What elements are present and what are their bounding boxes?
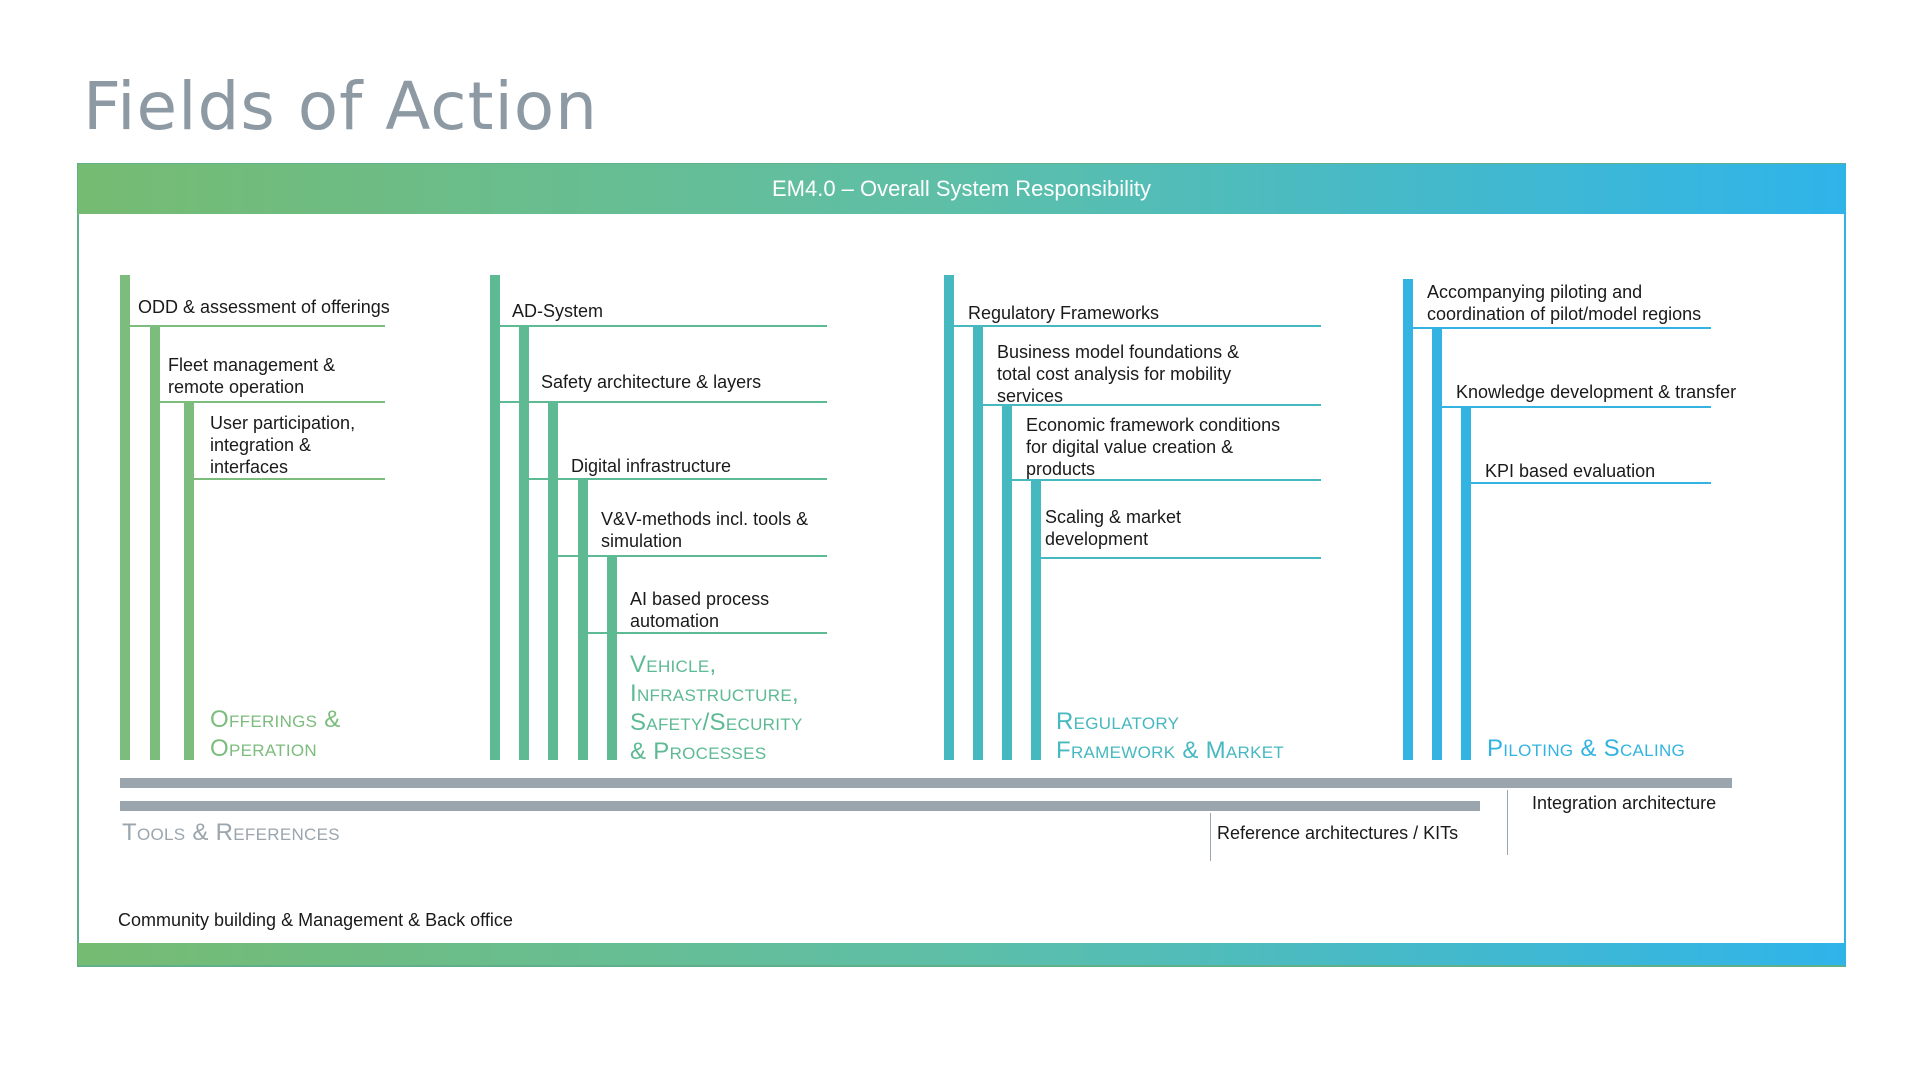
- field-item-business-model: Business model foundations & total cost …: [997, 342, 1240, 406]
- field-item-regulatory-frameworks: Regulatory Frameworks: [968, 303, 1160, 323]
- field-item-odd-assessment: ODD & assessment of offerings: [138, 297, 390, 317]
- integration-architecture-bar: [120, 778, 1732, 788]
- divider-line: [194, 478, 385, 480]
- header-label: EM4.0 – Overall System Responsibility: [771, 176, 1152, 201]
- field-label-piloting: Piloting & Scaling: [1487, 735, 1686, 762]
- reference-architectures-bar: [120, 801, 1480, 811]
- field-item-knowledge-development: Knowledge development & transfer: [1456, 382, 1737, 402]
- divider-line: [529, 478, 827, 480]
- page-title: Fields of Action: [83, 68, 598, 145]
- column-bar-1: [120, 275, 130, 760]
- field-label-offerings: Offerings & Operation: [210, 706, 341, 762]
- field-item-ad-system: AD-System: [512, 301, 604, 321]
- divider-line: [1012, 479, 1321, 481]
- divider-line: [490, 325, 827, 327]
- column-bar-3: [1002, 406, 1012, 760]
- divider-line: [983, 404, 1321, 406]
- field-item-ai-process-automation: AI based process automation: [630, 589, 770, 631]
- field-label-vehicle: Vehicle, Infrastructure, Safety/Security…: [630, 651, 803, 765]
- field-item-economic-framework: Economic framework conditions for digita…: [1026, 415, 1281, 479]
- column-bar-2: [150, 327, 160, 760]
- column-bar-2: [973, 327, 983, 760]
- divider-line: [120, 325, 385, 327]
- field-item-user-participation: User participation, integration & interf…: [210, 413, 356, 477]
- divider-line: [1403, 327, 1711, 329]
- divider-line: [160, 401, 385, 403]
- field-item-kpi-evaluation: KPI based evaluation: [1485, 461, 1656, 481]
- reference-architectures-label: Reference architectures / KITs: [1217, 823, 1459, 843]
- field-item-digital-infrastructure: Digital infrastructure: [571, 456, 732, 476]
- header-band: EM4.0 – Overall System Responsibility: [78, 164, 1845, 214]
- divider-line: [944, 325, 1321, 327]
- column-bar-3: [184, 403, 194, 760]
- column-bar-3: [1461, 408, 1471, 760]
- field-label-regulatory: Regulatory Framework & Market: [1056, 708, 1285, 764]
- column-bar-3: [548, 403, 558, 760]
- column-bar-4: [578, 480, 588, 760]
- field-item-accompanying-piloting: Accompanying piloting and coordination o…: [1427, 282, 1702, 324]
- column-bar-2: [1432, 329, 1442, 760]
- divider-line: [1442, 406, 1711, 408]
- column-bar-5: [607, 557, 617, 760]
- divider-line: [1041, 557, 1321, 559]
- field-item-safety-architecture: Safety architecture & layers: [541, 372, 762, 392]
- integration-architecture-label: Integration architecture: [1532, 793, 1717, 813]
- divider-line: [588, 632, 827, 634]
- divider-line: [500, 401, 827, 403]
- community-building-label: Community building & Management & Back o…: [118, 910, 513, 930]
- divider-line: [558, 555, 827, 557]
- divider-line: [1471, 482, 1711, 484]
- field-item-vv-methods: V&V-methods incl. tools & simulation: [601, 509, 809, 551]
- column-bar-1: [944, 275, 954, 760]
- field-item-fleet-management: Fleet management & remote operation: [168, 355, 336, 397]
- column-bar-4: [1031, 481, 1041, 760]
- field-item-scaling-market: Scaling & market development: [1045, 507, 1182, 549]
- tools-references-label: Tools & References: [122, 819, 340, 846]
- divider-line: [1210, 813, 1211, 861]
- column-bar-1: [490, 275, 500, 760]
- column-bar-1: [1403, 279, 1413, 760]
- divider-line: [1507, 790, 1508, 855]
- footer-band: [78, 943, 1845, 965]
- column-bar-2: [519, 327, 529, 760]
